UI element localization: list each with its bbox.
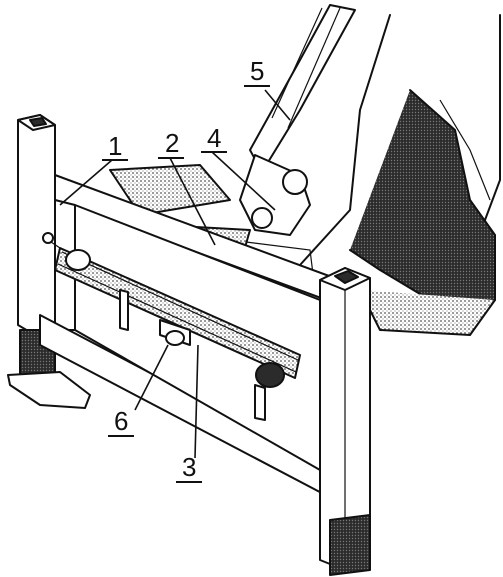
- callout-label-3: 3: [182, 452, 196, 482]
- rail-assembly: [42, 232, 301, 421]
- callout-1: 1: [102, 131, 128, 161]
- callout-label-6: 6: [114, 406, 128, 436]
- callout-3: 3: [176, 452, 202, 483]
- callout-5: 5: [244, 56, 270, 87]
- callout-label-5: 5: [250, 56, 264, 86]
- left-post: [7, 114, 91, 409]
- callout-2: 2: [158, 128, 184, 159]
- callout-6: 6: [108, 406, 134, 437]
- pivot-arm: [229, 154, 316, 291]
- callout-leaders: [59, 89, 291, 459]
- callout-label-1: 1: [108, 131, 122, 161]
- callout-4: 4: [201, 123, 227, 153]
- callout-label-2: 2: [165, 128, 179, 158]
- right-post: [319, 267, 371, 576]
- callout-label-4: 4: [207, 123, 221, 153]
